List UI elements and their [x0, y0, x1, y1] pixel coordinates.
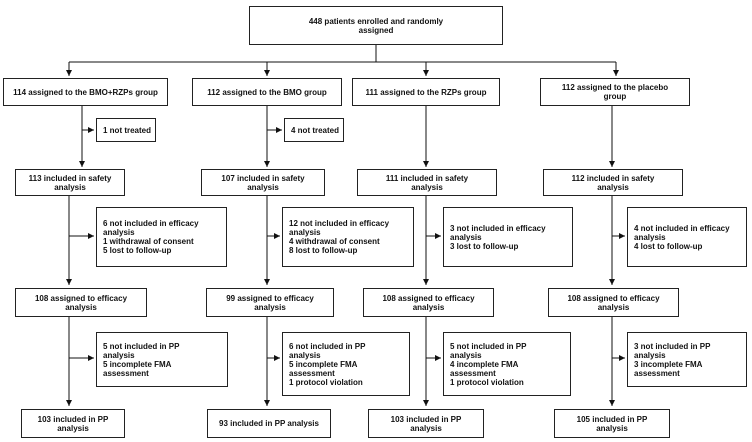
pp-exclusion-box-2: 6 not included in PP analysis 5 incomple…	[282, 332, 410, 396]
safety-box-4: 112 included in safety analysis	[543, 169, 683, 196]
efficacy-exclusion-box-2: 12 not included in efficacy analysis 4 w…	[282, 207, 414, 267]
pp-exclusion-box-3: 5 not included in PP analysis 4 incomple…	[443, 332, 571, 396]
efficacy-box-3: 108 assigned to efficacy analysis	[363, 288, 494, 317]
enrollment-box: 448 patients enrolled and randomly assig…	[249, 6, 503, 45]
safety-box-1: 113 included in safety analysis	[15, 169, 125, 196]
group-bmo-box: 112 assigned to the BMO group	[192, 78, 342, 106]
pp-box-2: 93 included in PP analysis	[207, 409, 331, 438]
pp-exclusion-box-1: 5 not included in PP analysis 5 incomple…	[96, 332, 228, 387]
pp-box-4: 105 included in PP analysis	[554, 409, 670, 438]
group-bmo-rzps-box: 114 assigned to the BMO+RZPs group	[3, 78, 168, 106]
pp-box-1: 103 included in PP analysis	[21, 409, 125, 438]
efficacy-exclusion-box-3: 3 not included in efficacy analysis 3 lo…	[443, 207, 573, 267]
not-treated-box-2: 4 not treated	[284, 118, 344, 142]
efficacy-exclusion-box-4: 4 not included in efficacy analysis 4 lo…	[627, 207, 747, 267]
efficacy-box-1: 108 assigned to efficacy analysis	[15, 288, 147, 317]
safety-box-2: 107 included in safety analysis	[201, 169, 325, 196]
group-rzps-box: 111 assigned to the RZPs group	[352, 78, 500, 106]
not-treated-box-1: 1 not treated	[96, 118, 156, 142]
pp-box-3: 103 included in PP analysis	[368, 409, 484, 438]
pp-exclusion-box-4: 3 not included in PP analysis 3 incomple…	[627, 332, 747, 387]
efficacy-exclusion-box-1: 6 not included in efficacy analysis 1 wi…	[96, 207, 227, 267]
safety-box-3: 111 included in safety analysis	[357, 169, 497, 196]
group-placebo-box: 112 assigned to the placebo group	[540, 78, 690, 106]
efficacy-box-2: 99 assigned to efficacy analysis	[206, 288, 334, 317]
efficacy-box-4: 108 assigned to efficacy analysis	[548, 288, 679, 317]
